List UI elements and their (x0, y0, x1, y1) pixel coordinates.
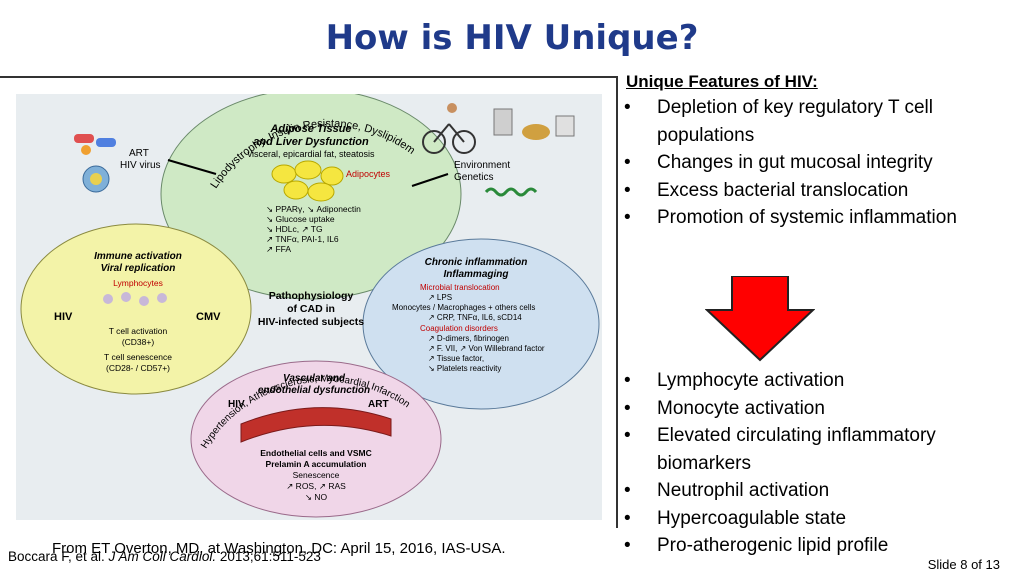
bullet-icon: • (624, 535, 631, 556)
top-list-2: ↘ HDLc, ↗ TG (266, 224, 323, 234)
list-item: •Depletion of key regulatory T cell popu… (622, 94, 987, 149)
list-item: •Lymphocyte activation (622, 367, 987, 395)
overton-citation: From ET Overton, MD, at Washington, DC: … (52, 540, 506, 557)
pills-icon (74, 134, 116, 155)
bullet-icon: • (624, 152, 631, 173)
bottom-list-3: ↗ ROS, ↗ RAS (286, 481, 346, 491)
left-list-2: T cell senescence (104, 352, 172, 362)
top-list-3: ↗ TNFα, PAI-1, IL6 (266, 234, 339, 244)
hiv-virus-label: HIV virus (120, 160, 161, 171)
bicycle-icon (422, 103, 476, 154)
bottom-title-1: Vascular and (283, 373, 346, 384)
list-item: •Promotion of systemic inflammation (622, 204, 987, 232)
right-list2-0: ↗ D-dimers, fibrinogen (428, 334, 509, 343)
left-list-0: T cell activation (109, 326, 168, 336)
left-list-1: (CD38+) (122, 337, 155, 347)
center-line-1: Pathophysiology (269, 290, 354, 302)
bullet-icon: • (624, 179, 631, 201)
left-list-3: (CD28- / CD57+) (106, 363, 170, 373)
dna-icon (484, 187, 538, 197)
bullet-icon: • (624, 97, 631, 118)
environment-label: Environment (454, 160, 510, 171)
slide-title: How is HIV Unique? (325, 18, 699, 58)
left-title-1: Immune activation (94, 251, 182, 262)
bottom-list-1: Prelamin A accumulation (266, 459, 367, 469)
food-icon (493, 108, 575, 140)
bottom-hiv-label: HIV (228, 399, 245, 410)
lymphocytes-icon (103, 292, 167, 306)
lymphocytes-label: Lymphocytes (113, 278, 163, 288)
right-title-2: Inflammaging (443, 269, 508, 280)
inflammation-circle (362, 238, 600, 410)
genetics-label: Genetics (454, 172, 493, 183)
right-sub-1: Microbial translocation (420, 283, 500, 292)
list-item: •Excess bacterial translocation (622, 177, 987, 205)
bottom-list-4: ↘ NO (305, 492, 328, 502)
bullet-icon: • (624, 370, 631, 391)
right-title-1: Chronic inflammation (425, 257, 528, 268)
bullet-icon: • (624, 425, 631, 446)
list-item: •Pro-atherogenic lipid profile (622, 532, 987, 560)
bullet-icon: • (624, 507, 631, 529)
bullet-icon: • (624, 397, 631, 419)
list-item: •Neutrophil activation (622, 477, 987, 505)
list-item: •Changes in gut mucosal integrity (622, 149, 987, 177)
bottom-art-label: ART (368, 399, 389, 410)
citation-journal: J Am Coll Cardiol. (108, 549, 217, 564)
top-list-0: ↘ PPARγ, ↘ Adiponectin (266, 204, 361, 214)
center-line-3: HIV-infected subjects (258, 316, 364, 328)
outcomes-list: •Lymphocyte activation •Monocyte activat… (622, 367, 987, 560)
virus-icon (82, 165, 110, 193)
right-list1-2: ↗ CRP, TNFα, IL6, sCD14 (428, 313, 522, 322)
left-cmv-label: CMV (196, 311, 221, 323)
artery-icon (240, 407, 392, 443)
unique-features-heading: Unique Features of HIV: (626, 72, 818, 91)
right-list1-1: Monocytes / Macrophages + others cells (392, 303, 535, 312)
list-item: •Monocyte activation (622, 395, 987, 423)
list-item: •Hypercoagulable state (622, 505, 987, 533)
right-list2-2: ↗ Tissue factor, (428, 354, 484, 363)
list-item: •Elevated circulating inflammatory bioma… (622, 422, 987, 477)
left-title-2: Viral replication (101, 263, 176, 274)
bottom-list-2: Senescence (293, 470, 340, 480)
right-list2-3: ↘ Platelets reactivity (428, 364, 501, 373)
figure-svg: Lipodystrophy, Insulin Resistance, Dysli… (16, 94, 600, 518)
top-subtitle: visceral, epicardial fat, steatosis (247, 149, 375, 159)
citation-volume: 2013;61:511-523 (216, 549, 321, 564)
top-list-1: ↘ Glucose uptake (266, 214, 335, 224)
top-title-1: Adipose Tissue (269, 123, 351, 135)
right-list1-0: ↗ LPS (428, 293, 452, 302)
citation-authors: Boccara F, et al. (8, 549, 109, 564)
boccara-citation: Boccara F, et al. J Am Coll Cardiol. 201… (8, 549, 321, 564)
immune-circle (20, 223, 252, 395)
bottom-title-2: endothelial dysfunction (258, 385, 370, 396)
down-arrow-icon (705, 276, 815, 362)
top-list-4: ↗ FFA (266, 244, 291, 254)
adipocytes-label: Adipocytes (346, 169, 391, 179)
slide-number: Slide 8 of 13 (927, 557, 1000, 572)
art-label: ART (129, 148, 149, 159)
features-list: •Depletion of key regulatory T cell popu… (622, 94, 987, 232)
pathophysiology-figure: Lipodystrophy, Insulin Resistance, Dysli… (16, 94, 602, 520)
right-list2-1: ↗ F. VII, ↗ Von Willebrand factor (428, 344, 545, 353)
vascular-circle (190, 360, 442, 518)
left-hiv-label: HIV (54, 311, 73, 323)
bullet-icon: • (624, 480, 631, 501)
bottom-list-0: Endothelial cells and VSMC (260, 448, 371, 458)
bullet-icon: • (624, 207, 631, 228)
right-sub-2: Coagulation disorders (420, 324, 498, 333)
top-title-2: and Liver Dysfunction (253, 136, 369, 148)
adipocytes-icon (271, 160, 344, 202)
center-line-2: of CAD in (287, 303, 335, 315)
